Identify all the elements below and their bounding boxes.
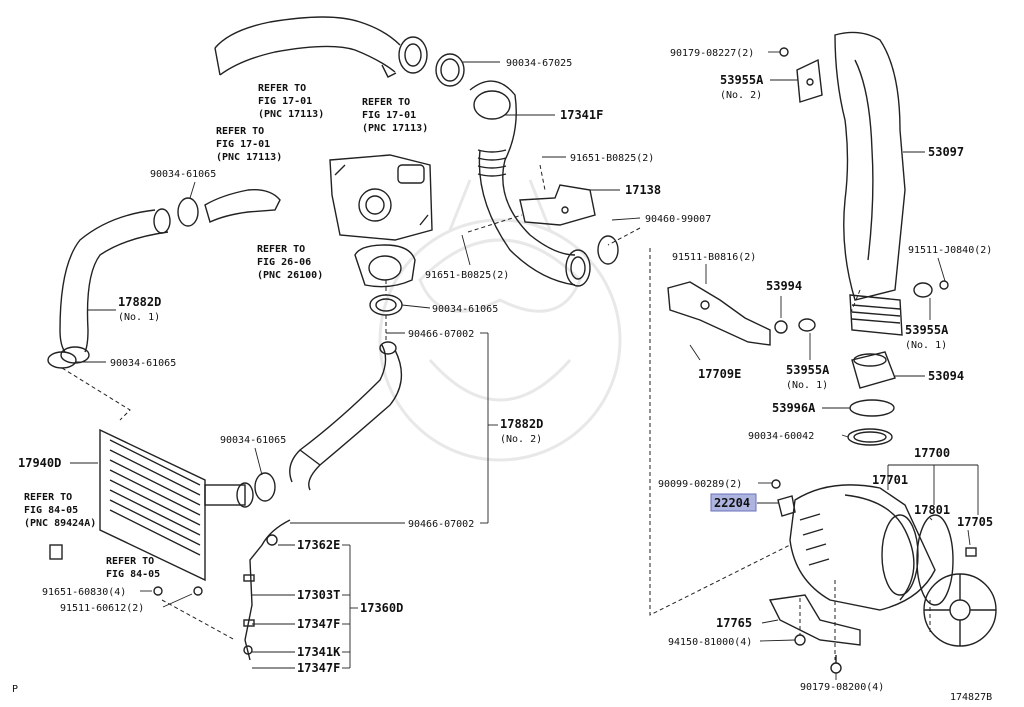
gasket-53996A	[849, 399, 895, 417]
part-label-highlighted: 22204	[714, 496, 750, 510]
bolt-90179-08227	[779, 47, 789, 57]
part-label: 17341K	[297, 645, 341, 659]
part-label: 17362E	[297, 538, 340, 552]
part-label: 53955A	[720, 73, 764, 87]
part-label: (No. 2)	[720, 90, 762, 101]
part-label: (No. 1)	[118, 312, 160, 323]
part-label: 91651-B0825(2)	[425, 270, 509, 281]
duct-53094	[851, 351, 896, 389]
part-label: 17765	[716, 616, 752, 630]
airflow-meter-22204	[771, 479, 796, 517]
top-intake-pipe	[214, 16, 428, 78]
grommet-53955A-no1-right	[913, 280, 949, 298]
part-label: 17940D	[18, 456, 61, 470]
part-label: (No. 2)	[500, 434, 542, 445]
footer-left-mark: P	[12, 684, 18, 695]
part-label: 90034-67025	[506, 58, 572, 69]
watermark-emblem	[378, 179, 622, 462]
bolt-90179-08200	[830, 655, 842, 674]
part-label: 17700	[914, 446, 950, 460]
hose-17341F	[469, 80, 591, 287]
part-label: 91651-B0825(2)	[570, 153, 654, 164]
clamp-90034-67025	[435, 53, 465, 87]
part-label: 17347F	[297, 617, 340, 631]
clamp-90460-99007	[597, 235, 619, 265]
part-label: 91511-J0840(2)	[908, 245, 992, 256]
part-label: 17701	[872, 473, 908, 487]
dashed-connections	[61, 164, 931, 660]
part-label: 53955A	[786, 363, 830, 377]
element-17801	[916, 514, 954, 606]
throttle-body	[329, 154, 433, 241]
part-label: 17347F	[297, 661, 340, 675]
bolts-left	[153, 586, 203, 596]
air-duct-53097	[834, 31, 906, 336]
part-label: 91651-60830(4)	[42, 587, 126, 598]
vsv-tube-assy-17360D	[243, 519, 291, 661]
part-label: 17709E	[698, 367, 741, 381]
refer-note: REFER TO FIG 26-06 (PNC 26100)	[257, 244, 323, 281]
part-labels: 90034-67025 17341F 91651-B0825(2) 17138 …	[18, 48, 993, 693]
part-label: 53994	[766, 279, 802, 293]
part-label: 17882D	[118, 295, 161, 309]
bracket-53955A-no2	[796, 58, 823, 103]
refer-note: REFER TO FIG 84-05 (PNC 89424A)	[24, 492, 96, 529]
part-label: 91511-B0816(2)	[672, 252, 756, 263]
refer-note: REFER TO FIG 17-01 (PNC 17113)	[362, 97, 428, 134]
bracket-17709E	[667, 281, 771, 346]
refer-note: REFER TO FIG 17-01 (PNC 17113)	[216, 126, 282, 163]
part-label: 17705	[957, 515, 993, 529]
refer-note: REFER TO FIG 17-01 (PNC 17113)	[258, 83, 324, 120]
grommet-53955A-no1-left	[798, 318, 816, 332]
cap-17705	[923, 547, 997, 647]
reference-notes: REFER TO FIG 17-01 (PNC 17113) REFER TO …	[24, 83, 428, 580]
part-label: 53996A	[772, 401, 816, 415]
part-label: 17303T	[297, 588, 340, 602]
leader-lines	[70, 51, 979, 680]
intercooler-17940D	[99, 428, 254, 582]
part-label: 17360D	[360, 601, 403, 615]
bracket-17138	[519, 184, 596, 226]
part-label: (No. 1)	[905, 340, 947, 351]
part-label: 53955A	[905, 323, 949, 337]
part-label: 94150-81000(4)	[668, 637, 752, 648]
part-label: 90179-08200(4)	[800, 682, 884, 693]
clamp-90034-61065-low	[254, 472, 276, 502]
bracket-17765	[768, 594, 861, 646]
part-label: 90099-00289(2)	[658, 479, 742, 490]
left-intake-pipe	[177, 189, 281, 227]
hose-17882D-no1	[59, 208, 171, 364]
part-label: 90460-99007	[645, 214, 711, 225]
part-label: 90034-61065	[220, 435, 286, 446]
part-label: 53097	[928, 145, 964, 159]
part-label: 90034-61065	[432, 304, 498, 315]
air-cleaner-17700	[789, 484, 936, 611]
part-label: 90034-61065	[110, 358, 176, 369]
part-label: 53094	[928, 369, 964, 383]
hose-17882D-no2	[289, 341, 403, 491]
washer-53994	[774, 320, 788, 334]
part-label: 90466-07002	[408, 519, 474, 530]
sensor-connector	[49, 544, 63, 560]
diagram-number: 174827B	[950, 692, 992, 703]
part-label: 17138	[625, 183, 661, 197]
refer-note: REFER TO FIG 84-05	[106, 556, 160, 580]
part-label: 90179-08227(2)	[670, 48, 754, 59]
highlight-box	[710, 493, 757, 512]
part-label: 17882D	[500, 417, 543, 431]
part-label: 90466-07002	[408, 329, 474, 340]
clamp-90034-60042	[847, 428, 893, 446]
clamp-90034-61065-left	[47, 351, 77, 369]
part-label: 17341F	[560, 108, 603, 122]
part-label: 90034-61065	[150, 169, 216, 180]
throttle-adapter	[354, 244, 416, 288]
part-label: 91511-60612(2)	[60, 603, 144, 614]
part-label: 90034-60042	[748, 431, 814, 442]
part-label: 17801	[914, 503, 950, 517]
part-label: (No. 1)	[786, 380, 828, 391]
